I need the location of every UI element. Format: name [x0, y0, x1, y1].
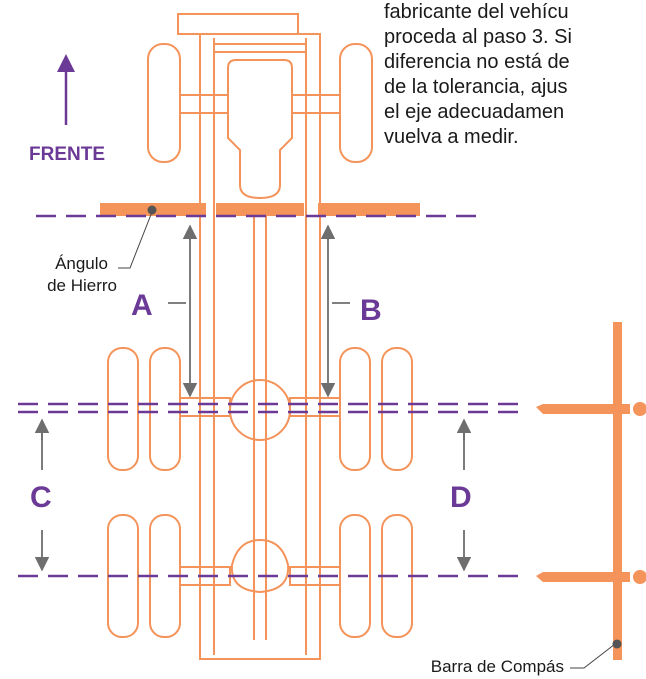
- compass-bar-pointer-bottom: [536, 572, 630, 582]
- rear-wheel-1-outer-right: [381, 347, 413, 471]
- instruction-line: fabricante del vehícu: [384, 1, 569, 23]
- compass-bar-upright: [613, 322, 622, 660]
- angle-iron-dot: [147, 205, 157, 215]
- label-b: B: [360, 294, 382, 327]
- truck-chassis: [107, 13, 413, 660]
- compass-bar-label: Barra de Compás: [431, 657, 564, 676]
- label-d: D: [450, 481, 472, 514]
- compass-bar-pointer-top: [536, 404, 630, 414]
- rear-wheel-1-inner-right: [339, 347, 371, 471]
- rear-differential-2: [230, 538, 290, 594]
- instruction-line: de la tolerancia, ajus: [384, 76, 568, 98]
- reference-lines: [18, 214, 520, 578]
- compass-bar: [536, 322, 646, 660]
- angle-iron-label: Ángulo: [55, 254, 108, 273]
- front-axle-left: [179, 94, 229, 114]
- label-c: C: [30, 481, 52, 514]
- front-arrow-icon: [57, 54, 75, 125]
- rear-axle-1-left: [179, 397, 231, 417]
- instruction-line: diferencia no está de: [384, 51, 570, 73]
- front-wheel-left: [147, 43, 181, 163]
- rear-wheel-1-inner-left: [149, 347, 181, 471]
- rear-axle-1-right: [289, 397, 341, 417]
- compass-bar-leader: [570, 643, 616, 669]
- label-a: A: [131, 289, 153, 322]
- measurement-arrows: [34, 224, 472, 572]
- front-label: FRENTE: [29, 144, 105, 165]
- frame-outline: [199, 33, 321, 660]
- engine-block: [227, 59, 293, 200]
- leader-lines: [118, 211, 616, 669]
- angle-iron-label-2: de Hierro: [47, 276, 117, 295]
- rear-wheel-1-outer-left: [107, 347, 139, 471]
- instruction-line: proceda al paso 3. Si: [384, 26, 572, 48]
- angle-iron-leader: [118, 211, 153, 269]
- front-bumper: [177, 13, 299, 35]
- compass-bar-dot: [612, 639, 622, 649]
- front-axle-right: [291, 94, 341, 114]
- rear-differential: [229, 379, 291, 441]
- instruction-line: vuelva a medir.: [384, 126, 519, 148]
- compass-bar-knob: [633, 402, 646, 416]
- front-wheel-right: [339, 43, 373, 163]
- instruction-line: el eje adecuadamen: [384, 101, 565, 123]
- instruction-text: fabricante del vehícu proceda al paso 3.…: [384, 0, 646, 150]
- compass-bar-knob: [633, 570, 646, 584]
